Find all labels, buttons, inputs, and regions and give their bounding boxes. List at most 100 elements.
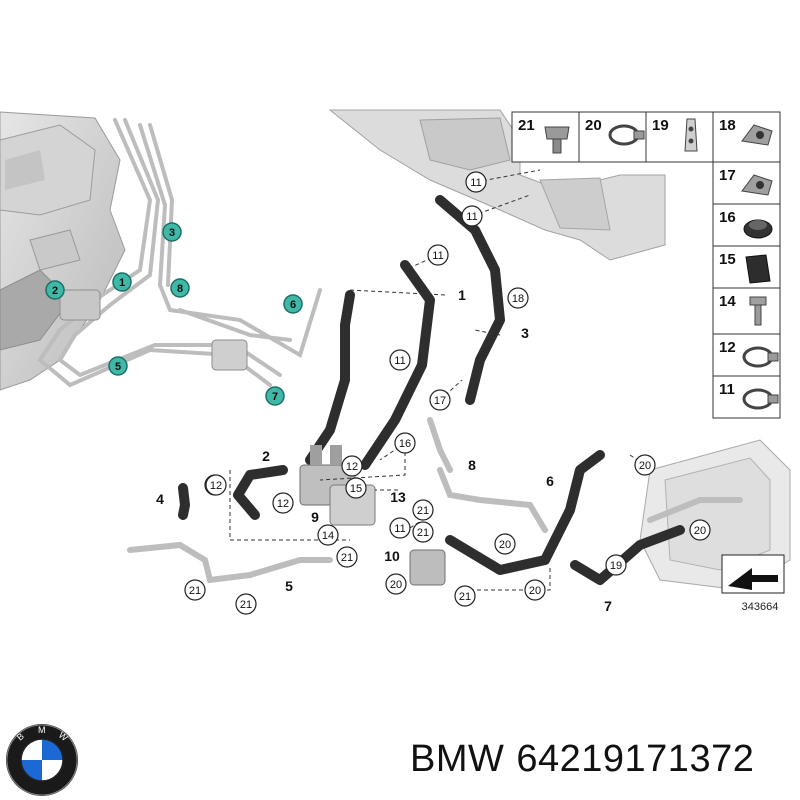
callout-label: 1 bbox=[458, 287, 466, 303]
diagram-id-badge: 343664 bbox=[721, 554, 785, 613]
callout-21[interactable]: 21 bbox=[184, 579, 206, 601]
part-number-label: 15 bbox=[719, 251, 736, 268]
callout-20[interactable]: 20 bbox=[634, 454, 656, 476]
callout-13[interactable]: 13 bbox=[390, 489, 406, 505]
callout-label: 21 bbox=[341, 552, 353, 564]
retaining-clip-icon bbox=[684, 118, 698, 152]
callout-label: 18 bbox=[512, 293, 524, 305]
callout-14[interactable]: 14 bbox=[317, 524, 339, 546]
diagram-id: 343664 bbox=[742, 601, 779, 613]
callout-6[interactable]: 6 bbox=[546, 473, 554, 489]
callout-label: 19 bbox=[610, 560, 622, 572]
mounting-bracket-icon bbox=[741, 174, 773, 196]
parts-legend-item-14[interactable]: 14 bbox=[712, 287, 781, 335]
callout-9[interactable]: 9 bbox=[311, 509, 319, 525]
engine-callout-7[interactable]: 7 bbox=[265, 386, 285, 406]
hose-1 bbox=[360, 260, 435, 470]
callout-label: 12 bbox=[346, 461, 358, 473]
callout-16[interactable]: 16 bbox=[394, 432, 416, 454]
rubber-mount-icon bbox=[745, 254, 771, 284]
worm-clamp-icon bbox=[742, 388, 779, 410]
callout-12[interactable]: 12 bbox=[272, 492, 294, 514]
callout-11[interactable]: 11 bbox=[461, 205, 483, 227]
hose-6 bbox=[445, 450, 605, 575]
callout-11[interactable]: 11 bbox=[389, 349, 411, 371]
parts-legend-item-17[interactable]: 17 bbox=[712, 161, 781, 205]
callout-20[interactable]: 20 bbox=[524, 579, 546, 601]
engine-callout-label: 3 bbox=[169, 227, 175, 239]
bmw-logo: B M W bbox=[6, 724, 78, 796]
callout-label: 16 bbox=[399, 438, 411, 450]
parts-legend-item-16[interactable]: 16 bbox=[712, 203, 781, 247]
callout-5[interactable]: 5 bbox=[285, 578, 293, 594]
engine-callout-8[interactable]: 8 bbox=[170, 278, 190, 298]
callout-11[interactable]: 11 bbox=[465, 171, 487, 193]
callout-label: 6 bbox=[546, 473, 554, 489]
heater-core bbox=[639, 439, 791, 591]
callout-label: 20 bbox=[529, 585, 541, 597]
hose-17 bbox=[305, 290, 355, 465]
callout-8[interactable]: 8 bbox=[468, 457, 476, 473]
engine-callout-label: 1 bbox=[119, 277, 125, 289]
callout-4[interactable]: 4 bbox=[156, 491, 164, 507]
callout-label: 21 bbox=[240, 599, 252, 611]
engine-callout-3[interactable]: 3 bbox=[162, 222, 182, 242]
callout-label: 21 bbox=[417, 505, 429, 517]
engine-callout-label: 7 bbox=[272, 391, 278, 403]
callout-1[interactable]: 1 bbox=[458, 287, 466, 303]
engine-callout-5[interactable]: 5 bbox=[108, 356, 128, 376]
callout-21[interactable]: 21 bbox=[235, 593, 257, 615]
parts-legend-item-18[interactable]: 18 bbox=[712, 111, 781, 163]
parts-legend-item-15[interactable]: 15 bbox=[712, 245, 781, 289]
spring-clamp-icon bbox=[742, 346, 779, 368]
callout-label: 21 bbox=[459, 591, 471, 603]
parts-legend-item-12[interactable]: 12 bbox=[712, 333, 781, 377]
callout-11[interactable]: 11 bbox=[427, 244, 449, 266]
bracket-clip-icon bbox=[741, 124, 773, 146]
callout-17[interactable]: 17 bbox=[429, 389, 451, 411]
callout-11[interactable]: 11 bbox=[389, 517, 411, 539]
part-number: 64219171372 bbox=[516, 738, 755, 780]
callout-label: 17 bbox=[434, 395, 446, 407]
callout-label: 11 bbox=[466, 211, 477, 223]
callout-label: 12 bbox=[210, 480, 222, 492]
callout-20[interactable]: 20 bbox=[689, 519, 711, 541]
callout-12[interactable]: 12 bbox=[341, 455, 363, 477]
svg-text:B: B bbox=[15, 731, 26, 743]
engine-callout-2[interactable]: 2 bbox=[45, 280, 65, 300]
parts-legend-item-11[interactable]: 11 bbox=[712, 375, 781, 419]
callout-12[interactable]: 12 bbox=[205, 474, 227, 496]
callout-label: 11 bbox=[394, 355, 405, 367]
valve-assemblies bbox=[299, 445, 446, 586]
callout-7[interactable]: 7 bbox=[604, 598, 612, 614]
hose-2 bbox=[233, 465, 288, 520]
callout-10[interactable]: 10 bbox=[384, 548, 400, 564]
parts-legend-item-20[interactable]: 20 bbox=[578, 111, 647, 163]
part-number-label: 16 bbox=[719, 209, 736, 226]
parts-legend-item-21[interactable]: 21 bbox=[511, 111, 580, 163]
callout-label: 10 bbox=[384, 548, 400, 564]
callout-label: 11 bbox=[432, 250, 443, 262]
callout-20[interactable]: 20 bbox=[494, 533, 516, 555]
part-number-label: 17 bbox=[719, 167, 736, 184]
callout-19[interactable]: 19 bbox=[605, 554, 627, 576]
callout-20[interactable]: 20 bbox=[385, 573, 407, 595]
callout-3[interactable]: 3 bbox=[521, 325, 529, 341]
engine-callout-label: 8 bbox=[177, 283, 183, 295]
part-number-label: 18 bbox=[719, 117, 736, 134]
callout-label: 13 bbox=[390, 489, 406, 505]
callout-2[interactable]: 2 bbox=[262, 448, 270, 464]
pump-valve bbox=[59, 289, 248, 371]
engine-callout-6[interactable]: 6 bbox=[283, 294, 303, 314]
parts-legend-item-19[interactable]: 19 bbox=[645, 111, 714, 163]
callout-21[interactable]: 21 bbox=[412, 521, 434, 543]
callout-15[interactable]: 15 bbox=[345, 477, 367, 499]
engine-callout-1[interactable]: 1 bbox=[112, 272, 132, 292]
callout-21[interactable]: 21 bbox=[454, 585, 476, 607]
callout-21[interactable]: 21 bbox=[336, 546, 358, 568]
callout-18[interactable]: 18 bbox=[507, 287, 529, 309]
callout-21[interactable]: 21 bbox=[412, 499, 434, 521]
engine-callout-label: 5 bbox=[115, 361, 121, 373]
callout-label: 9 bbox=[311, 509, 319, 525]
